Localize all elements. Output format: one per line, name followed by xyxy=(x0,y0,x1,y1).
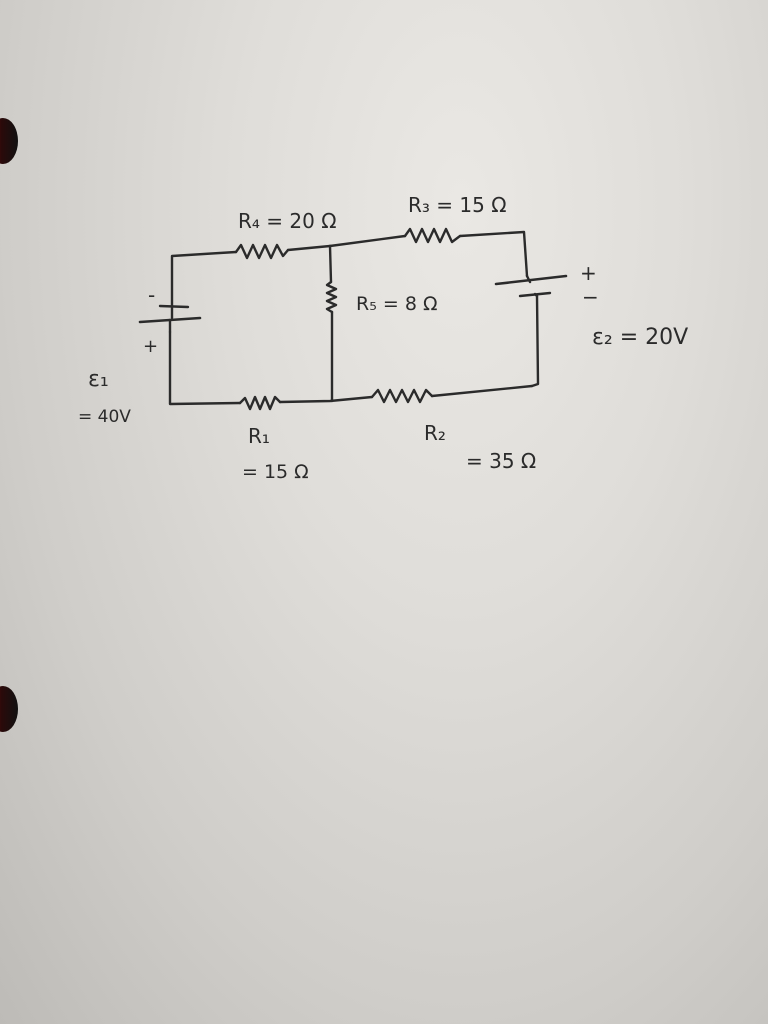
emf2-plus-sign: + xyxy=(580,261,597,285)
wire-top-left-mid xyxy=(286,244,332,252)
battery-emf1 xyxy=(138,304,202,334)
emf1-symbol: ε₁ xyxy=(88,367,109,392)
binder-hole-bottom xyxy=(0,686,18,732)
wire-top-right-mid xyxy=(328,234,407,248)
wire-right-lower xyxy=(530,294,540,388)
wire-middle-top xyxy=(328,244,333,284)
emf1-value: = 40V xyxy=(78,407,131,427)
r2-name: R₂ xyxy=(424,421,446,445)
r2-value: = 35 Ω xyxy=(466,449,536,473)
resistor-r5 xyxy=(325,280,338,314)
emf2-minus-sign: − xyxy=(582,285,599,309)
emf2-label: ε₂ = 20V xyxy=(592,325,688,350)
r4-label: R₄ = 20 Ω xyxy=(238,209,336,233)
r1-name: R₁ xyxy=(248,424,270,448)
emf1-plus-sign: + xyxy=(143,336,158,357)
r3-label: R₃ = 15 Ω xyxy=(408,193,506,217)
resistor-r2 xyxy=(370,388,434,404)
r5-label: R₅ = 8 Ω xyxy=(356,293,437,315)
wire-top-right xyxy=(458,230,529,278)
r1-value: = 15 Ω xyxy=(242,461,309,483)
wire-left-top xyxy=(170,250,238,308)
resistor-r3 xyxy=(403,227,462,244)
battery-emf2 xyxy=(494,274,568,298)
wire-bottom-mid xyxy=(278,395,374,404)
wire-bottom-right xyxy=(430,384,534,398)
resistor-r4 xyxy=(234,243,290,260)
wire-bottom-left xyxy=(168,330,242,406)
emf1-minus-sign: - xyxy=(148,283,155,307)
binder-hole-top xyxy=(0,118,18,164)
resistor-r1 xyxy=(238,395,282,411)
